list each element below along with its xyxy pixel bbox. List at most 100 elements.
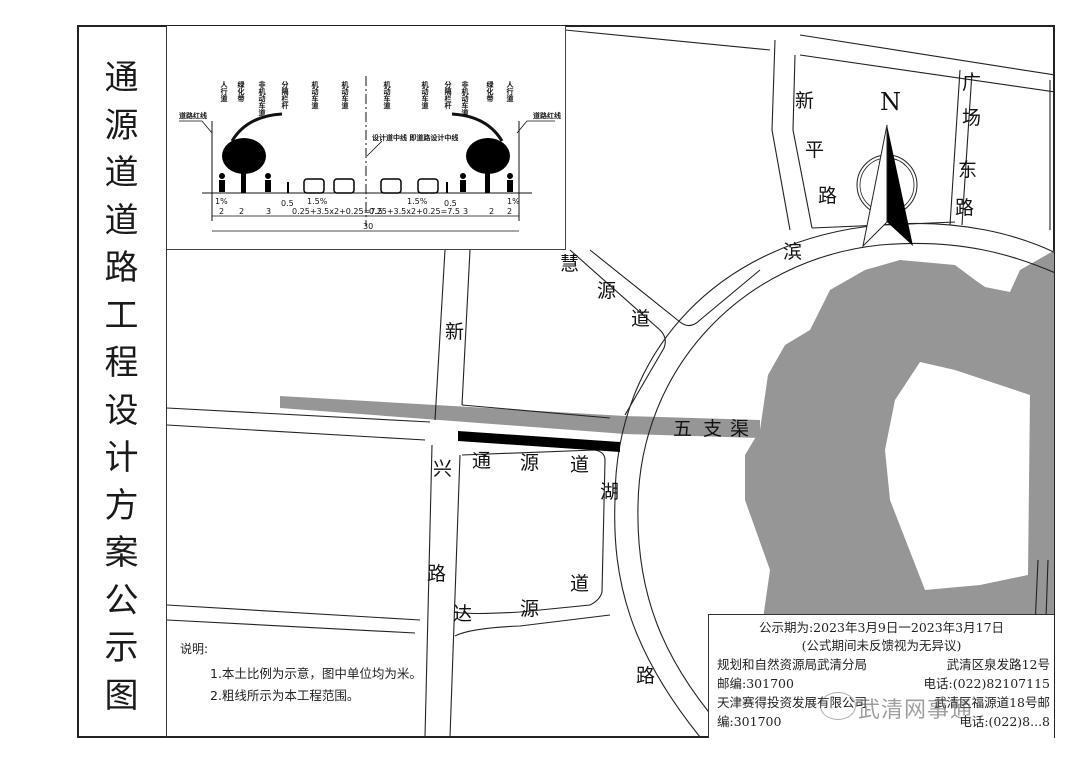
svg-text:0.5: 0.5 [444,199,457,208]
pedestrian-icon-left [219,173,225,192]
cyclist-icon-left [265,173,271,192]
notice-row: 规划和自然资源局武清分局武清区泉发路12号 [717,657,1050,672]
svg-text:道: 道 [570,573,589,595]
title-char: 通 [104,58,139,98]
svg-text:新: 新 [445,321,464,343]
svg-text:东: 东 [958,159,977,181]
svg-text:2: 2 [507,207,512,216]
title-column: 通 源 道 道 路 工 程 设 计 方 案 公 示 图 [77,25,167,738]
svg-text:0.5: 0.5 [281,199,294,208]
canal-five-branch [280,396,760,438]
cross-section-labels-left: 人行道 绿化带 非机动车道 分隔栏杆 机动车道 机动车道 [220,80,350,117]
svg-text:滨: 滨 [783,241,802,263]
svg-text:机动车道: 机动车道 [311,80,319,110]
svg-text:2: 2 [239,207,244,216]
svg-text:2: 2 [489,207,494,216]
svg-text:机动车道: 机动车道 [383,80,391,110]
title-char: 道 [104,200,139,241]
svg-text:N: N [880,88,901,116]
svg-text:分隔栏杆: 分隔栏杆 [281,80,289,110]
title-char: 案 [104,533,139,573]
svg-text:1%: 1% [215,197,228,206]
svg-text:通: 通 [472,450,491,472]
svg-text:1.5%: 1.5% [407,197,428,206]
svg-text:人行道: 人行道 [220,80,229,103]
xinxing-road-left [424,249,446,737]
svg-text:0.25+3.5x2+0.25=7.5: 0.25+3.5x2+0.25=7.5 [292,207,383,216]
svg-text:1.5%: 1.5% [307,197,328,206]
note-item: 1.本土比例为示意，图中单位均为米。 [210,666,422,681]
svg-text:0.25+3.5x2+0.25=7.5: 0.25+3.5x2+0.25=7.5 [369,207,460,216]
svg-text:道: 道 [631,308,650,330]
notice-remark: (公式期间未反馈视为无异议) [801,638,962,653]
island [885,362,1030,590]
svg-text:场: 场 [962,107,981,129]
svg-text:广: 广 [962,72,981,94]
cross-section-inset: 人行道 绿化带 非机动车道 分隔栏杆 机动车道 机动车道 机动车道 机动车道 分… [167,26,566,250]
north-arrow-icon: N [856,88,918,248]
cross-section-labels-right: 机动车道 机动车道 分隔栏杆 非机动车道 绿化带 人行道 [383,80,515,117]
svg-text:非机动车道: 非机动车道 [461,80,469,117]
cyclist-icon-right [460,173,466,192]
svg-text:1%: 1% [507,197,520,206]
title-char: 路 [104,248,139,288]
svg-text:设计道中线 即道路设计中线: 设计道中线 即道路设计中线 [372,133,458,142]
svg-text:机动车道: 机动车道 [341,80,349,110]
title-char: 图 [104,675,139,716]
wechat-icon [820,692,856,720]
svg-text:分隔栏杆: 分隔栏杆 [444,80,452,110]
title-char: 道 [104,153,139,193]
svg-text:五: 五 [673,418,692,440]
notice-period: 公示期为:2023年3月9日一2023年3月17日 [758,620,1005,635]
svg-text:支: 支 [703,418,722,440]
svg-text:机动车道: 机动车道 [421,80,429,110]
svg-text:新: 新 [795,90,814,112]
svg-text:路: 路 [636,665,655,687]
svg-text:达: 达 [453,603,472,625]
ring-road-inner [637,242,1054,506]
note-item: 2.粗线所示为本工程范围。 [210,688,360,703]
svg-text:非机动车道: 非机动车道 [258,80,266,117]
svg-text:路: 路 [427,563,446,585]
pedestrian-icon-right [507,173,513,192]
svg-text:道: 道 [570,454,589,476]
svg-text:绿化带: 绿化带 [237,80,246,103]
tree-icon-right [466,138,510,193]
svg-text:30: 30 [363,222,373,231]
project-range-line [458,431,620,452]
ring-road-outer [614,222,1054,501]
public-notice-box: 公示期为:2023年3月9日一2023年3月17日 (公式期间未反馈视为无异议)… [708,614,1054,738]
title-char: 示 [104,628,139,668]
svg-text:3: 3 [266,207,271,216]
svg-text:源: 源 [520,598,539,620]
svg-text:道路红线: 道路红线 [179,111,207,120]
svg-text:源: 源 [520,452,539,474]
svg-text:渠: 渠 [730,418,749,440]
svg-text:路: 路 [955,197,974,219]
title-char: 源 [104,105,139,146]
car-icon [303,178,439,194]
title-char: 程 [104,343,139,383]
svg-text:道路红线: 道路红线 [533,111,561,120]
svg-text:源: 源 [597,280,616,302]
svg-text:慧: 慧 [560,253,579,275]
tree-icon-left [222,138,266,193]
title-char: 工 [104,295,139,336]
title-char: 计 [104,438,139,478]
svg-text:3: 3 [463,207,468,216]
svg-text:兴: 兴 [433,458,452,480]
svg-text:路: 路 [818,185,837,207]
xinxing-road-right [449,249,471,737]
svg-text:2: 2 [219,207,224,216]
notes-header: 说明: [180,642,209,656]
title-char: 方 [104,485,139,526]
svg-text:人行道: 人行道 [506,80,515,103]
notes-legend: 说明: 1.本土比例为示意，图中单位均为米。 2.粗线所示为本工程范围。 [180,640,422,707]
watermark: 武清网事通 [858,698,974,723]
svg-text:绿化带: 绿化带 [486,80,495,103]
title-char: 公 [104,580,139,621]
svg-text:湖: 湖 [600,481,619,503]
svg-text:平: 平 [805,139,824,161]
